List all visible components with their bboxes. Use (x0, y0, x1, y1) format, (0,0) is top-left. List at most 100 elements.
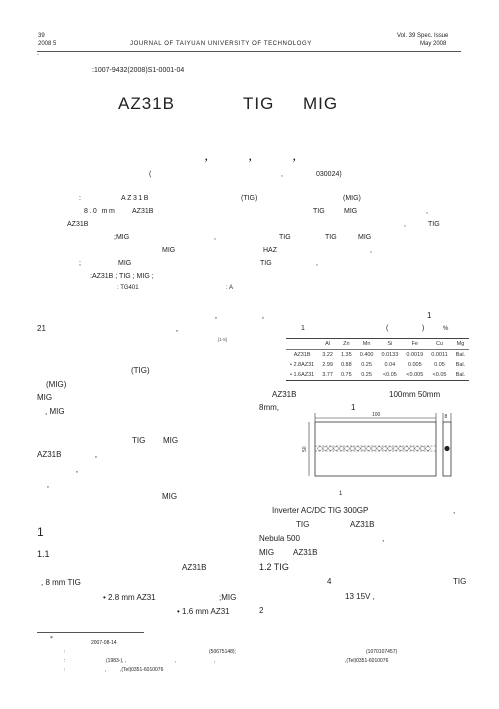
body-text: , (382, 534, 385, 543)
body-text: 13 15V , (345, 592, 375, 601)
abstract-text: MIG (344, 208, 358, 215)
table-cell: <0.005 (406, 372, 424, 378)
body-text: , (453, 506, 456, 515)
table-cell: 3.22 (322, 352, 333, 358)
abstract-text: MIG (358, 234, 372, 241)
weld-bead (392, 446, 399, 451)
table-cell: 1.35 (340, 352, 352, 358)
weld-bead (349, 446, 356, 451)
plate-side-view (442, 421, 452, 477)
body-text: 1 (351, 403, 356, 412)
header-tick: - (37, 52, 39, 58)
body-text: , (215, 311, 217, 320)
figure-caption: 1 (339, 491, 343, 497)
body-text: • 2.8 mm AZ31 (103, 593, 156, 602)
weld-bead (419, 446, 426, 451)
abstract-text: AZ31B (67, 221, 89, 228)
author-separator: , (205, 152, 208, 163)
weld-bead (409, 446, 415, 451)
body-text: 100mm 50mm (389, 390, 441, 399)
table-cell: 0.75 (340, 372, 352, 378)
journal-name: JOURNAL OF TAIYUAN UNIVERSITY OF TECHNOL… (130, 41, 312, 47)
weld-bead (338, 446, 345, 451)
weld-bead-group (317, 446, 431, 451)
abstract-text: ; (79, 260, 81, 267)
abstract-text: , (214, 234, 216, 241)
abstract-text: TIG (260, 260, 272, 267)
keywords: :AZ31B ; TIG ; MIG ; (90, 273, 154, 280)
title-az31b: AZ31B (118, 94, 175, 113)
table-column-header: Al (325, 341, 331, 347)
weld-bead (425, 446, 431, 451)
table-cell: 0.0019 (406, 352, 424, 358)
body-text: , MIG (45, 407, 65, 416)
body-text: 1 (427, 311, 432, 320)
thickness-dimension-label: 8 (445, 414, 448, 420)
footnote-rule (37, 632, 144, 633)
title-mig: MIG (303, 94, 339, 113)
section-heading: 1 (37, 525, 44, 539)
table-caption: % (443, 326, 449, 332)
weld-bead (344, 446, 350, 451)
table-caption: 1 (301, 325, 305, 332)
weld-bead (382, 446, 388, 451)
subsection-heading: 1.2 TIG (259, 562, 289, 572)
body-text: MIG (162, 492, 178, 501)
body-text: , (95, 450, 97, 459)
title-tig: TIG (243, 94, 275, 113)
body-text: TIG (132, 436, 146, 445)
weld-bead (355, 446, 361, 451)
correspondence-label: : (64, 667, 66, 673)
table-column-header: Si (387, 341, 393, 347)
table-cell: AZ31B (293, 352, 311, 358)
table-cell: 0.0133 (381, 352, 399, 358)
classification-code: : TG401 (117, 285, 139, 291)
weld-bead (365, 446, 372, 451)
body-text: AZ31B (37, 450, 62, 459)
received-date: 2007-08-14 (91, 640, 117, 646)
abstract-text: HAZ (263, 247, 277, 254)
body-text: (MIG) (46, 380, 67, 389)
body-text: , 8 mm TIG (41, 578, 81, 587)
abstract-text: 8.0 mm (84, 208, 117, 215)
body-text: AZ31B (293, 548, 318, 557)
body-text: 21 (37, 324, 46, 333)
table-cell: 0.400 (359, 352, 374, 358)
body-text: MIG (259, 548, 275, 557)
author-bio: , (175, 658, 177, 664)
document-code: : A (226, 285, 234, 291)
weld-bead (398, 446, 404, 451)
author-phone: ,(Tel)0351-6010076 (345, 658, 389, 664)
table-cell: Bal. (455, 362, 466, 368)
body-text: , (262, 311, 264, 320)
weld-bead (333, 446, 339, 451)
body-text: TIG (453, 577, 467, 586)
weld-bead (328, 446, 334, 451)
table-caption: ( (386, 325, 389, 332)
table-cell: 2.99 (322, 362, 333, 368)
specimen-figure: 100 50 8 (302, 412, 452, 477)
table-cell: <0.05 (432, 372, 447, 378)
weld-bead (322, 446, 329, 451)
footnote-mark: * (50, 636, 53, 642)
table-cell: 0.005 (407, 362, 422, 368)
body-text: , (76, 465, 78, 474)
table-column-header: Fe (411, 341, 418, 347)
weld-bead (387, 446, 393, 451)
abstract-text: (MIG) (343, 195, 361, 202)
weld-bead (371, 446, 377, 451)
body-text: 8mm, (259, 403, 279, 412)
table-cell: 3.77 (322, 372, 333, 378)
abstract-text: TIG (279, 234, 291, 241)
article-id: :1007-9432(2008)S1-0001-04 (92, 67, 185, 74)
abstract-text: MIG (162, 247, 176, 254)
body-text: ;MIG (219, 593, 237, 602)
body-text: , (47, 480, 49, 489)
citation-ref: [1-5] (218, 337, 228, 342)
height-dimension-label: 50 (302, 446, 308, 452)
header-rule (37, 51, 461, 52)
weld-bead (403, 446, 410, 451)
table-column-header: Mn (362, 341, 371, 347)
